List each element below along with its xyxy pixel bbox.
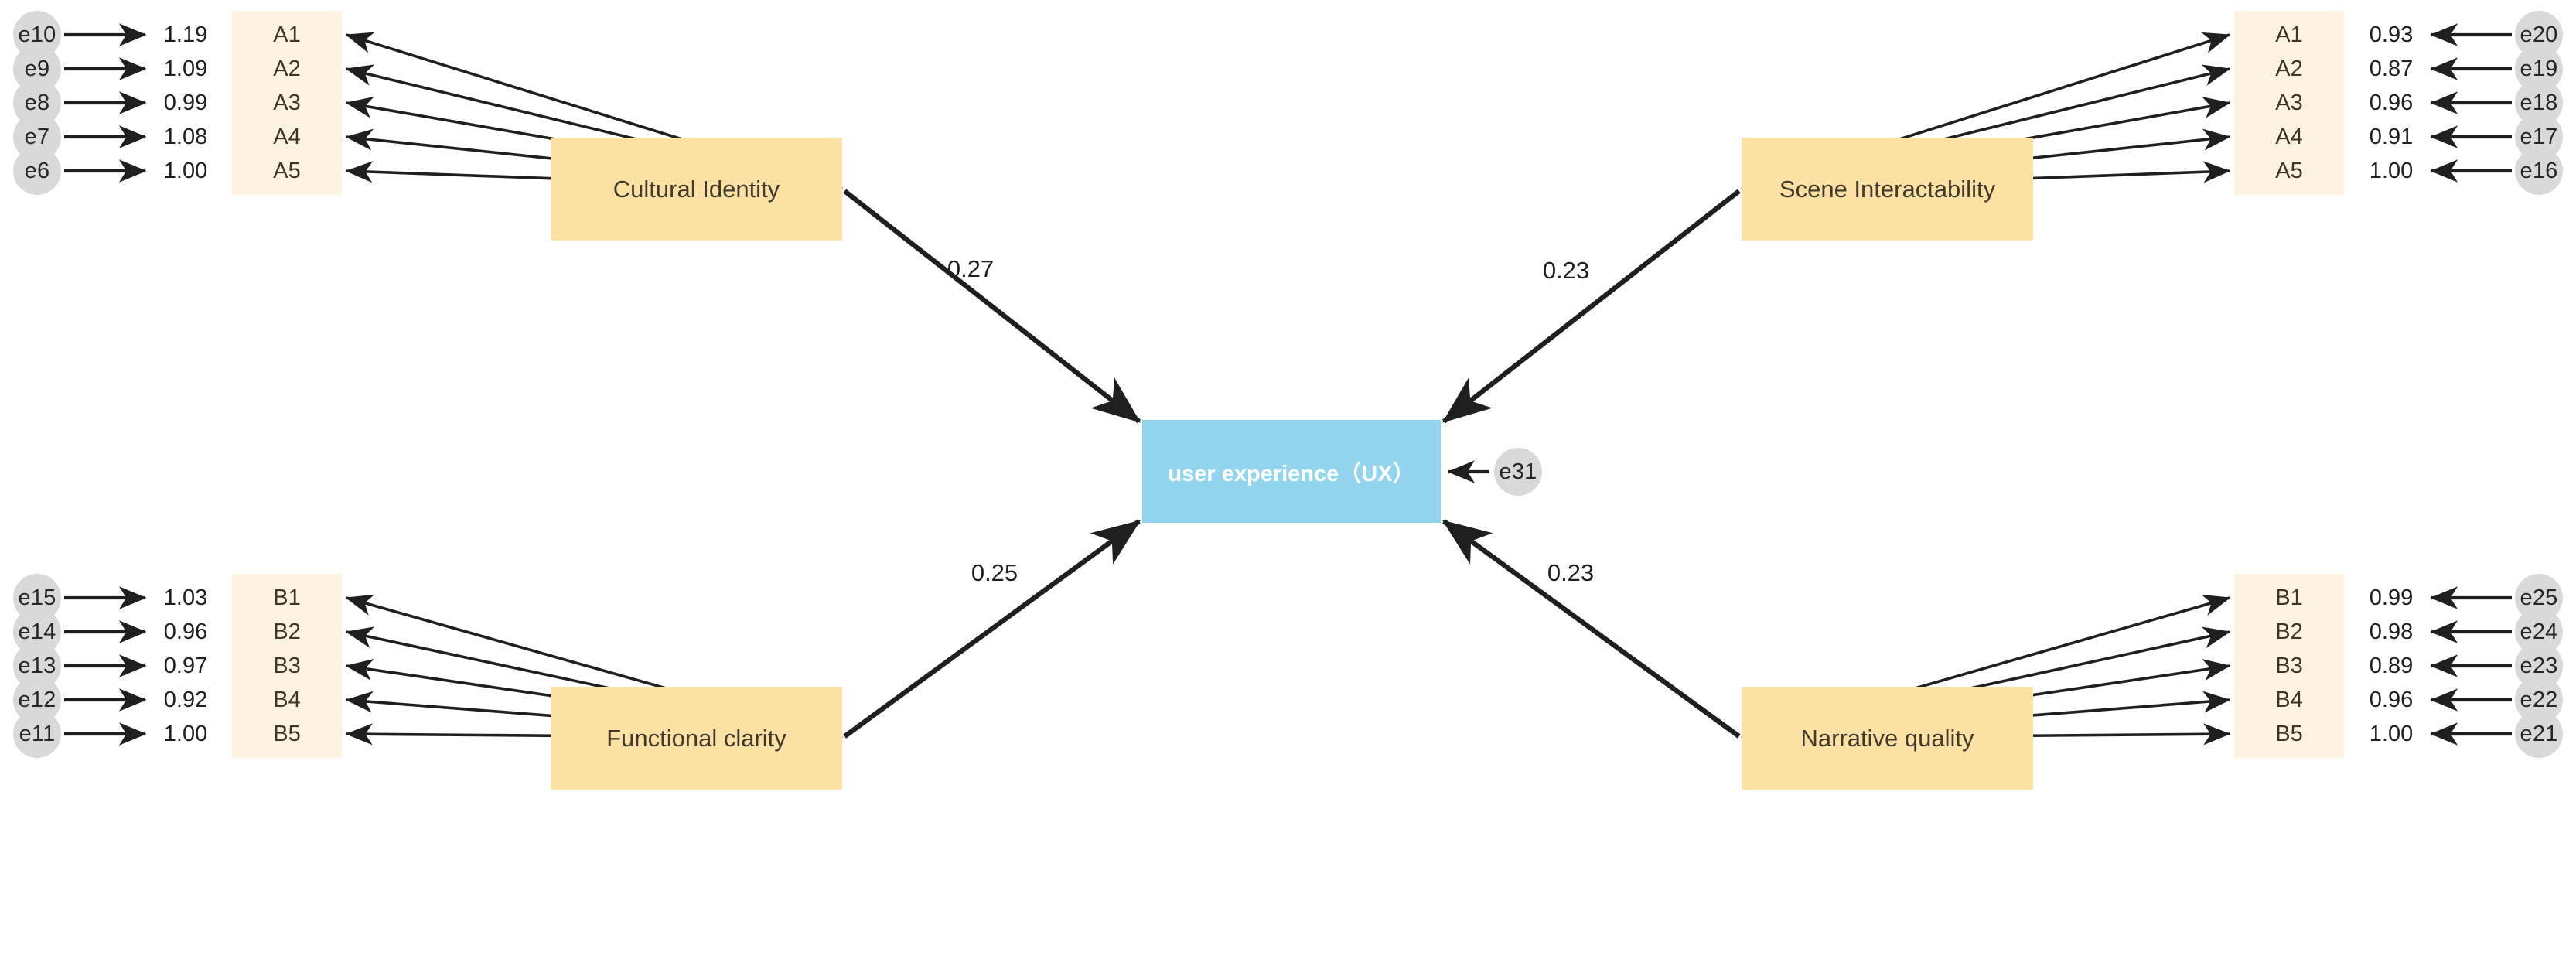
loading-value-scene-interactability-A5: 1.00	[2369, 158, 2414, 183]
indicator-box-cultural-identity-A5: A5	[232, 147, 342, 195]
structural-path-narrative-quality	[1442, 519, 1741, 739]
loading-value-cultural-identity-A3: 0.99	[163, 90, 208, 115]
indicator-box-functional-clarity-B5: B5	[232, 710, 342, 758]
loading-value-cultural-identity-A4: 1.08	[163, 124, 208, 149]
loading-value-scene-interactability-A3: 0.96	[2369, 90, 2414, 115]
error-term-e6: e6	[13, 147, 61, 195]
latent-construct-functional-clarity: Functional clarity	[551, 687, 842, 790]
loading-value-functional-clarity-B5: 1.00	[163, 721, 208, 746]
loading-value-scene-interactability-A1: 0.93	[2369, 22, 2414, 47]
path-coefficient-functional-clarity: 0.25	[971, 559, 1018, 586]
latent-construct-narrative-quality: Narrative quality	[1742, 687, 2033, 790]
loading-value-functional-clarity-B3: 0.97	[163, 653, 208, 678]
loading-value-cultural-identity-A2: 1.09	[163, 56, 208, 81]
disturbance-term-e31: e31	[1494, 448, 1542, 496]
indicator-box-scene-interactability-A5: A5	[2234, 147, 2344, 195]
loading-value-narrative-quality-B5: 1.00	[2369, 721, 2414, 746]
loading-value-functional-clarity-B4: 0.92	[163, 687, 208, 712]
structural-path-scene-interactability	[1442, 189, 1741, 424]
latent-construct-scene-interactability: Scene Interactability	[1742, 138, 2033, 241]
error-term-e16: e16	[2515, 147, 2563, 195]
loading-value-scene-interactability-A4: 0.91	[2369, 124, 2414, 149]
error-term-e19: e19	[2515, 45, 2563, 93]
loading-value-scene-interactability-A2: 0.87	[2369, 56, 2414, 81]
loading-value-cultural-identity-A1: 1.19	[163, 22, 208, 47]
path-coefficient-cultural-identity: 0.27	[947, 255, 995, 282]
loading-value-cultural-identity-A5: 1.00	[163, 158, 208, 183]
loading-value-functional-clarity-B1: 1.03	[163, 585, 208, 610]
loading-value-functional-clarity-B2: 0.96	[163, 619, 208, 644]
loading-value-narrative-quality-B3: 0.89	[2369, 653, 2414, 678]
loading-value-narrative-quality-B4: 0.96	[2369, 687, 2414, 712]
error-term-e21: e21	[2515, 710, 2563, 758]
path-coefficient-scene-interactability: 0.23	[1542, 257, 1590, 284]
error-term-e11: e11	[13, 710, 61, 758]
error-term-e18: e18	[2515, 79, 2563, 127]
structural-path-functional-clarity	[843, 519, 1141, 739]
endogenous-construct-box: user experience（UX）	[1142, 420, 1441, 523]
indicator-box-narrative-quality-B5: B5	[2234, 710, 2344, 758]
loading-value-narrative-quality-B1: 0.99	[2369, 585, 2414, 610]
structural-path-cultural-identity	[843, 189, 1141, 424]
latent-construct-cultural-identity: Cultural Identity	[551, 138, 842, 241]
path-coefficient-narrative-quality: 0.23	[1547, 559, 1595, 586]
loading-value-narrative-quality-B2: 0.98	[2369, 619, 2414, 644]
